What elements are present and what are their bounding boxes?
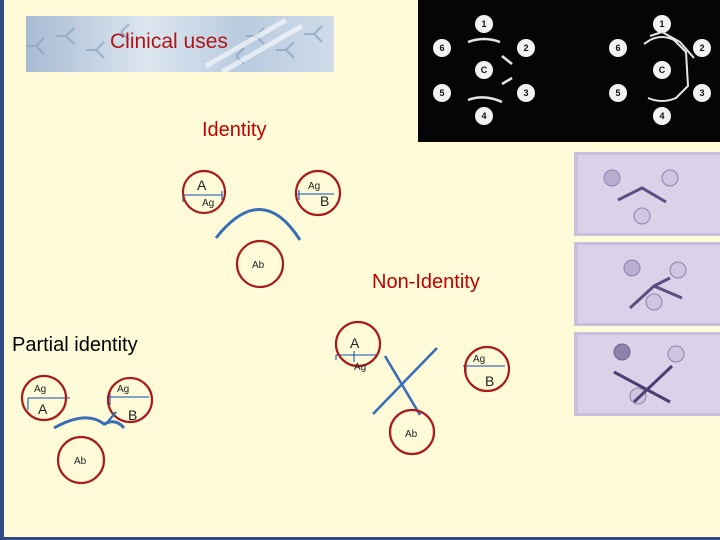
partial-well-b (106, 376, 154, 424)
plate-photo-partial (574, 242, 720, 326)
ouchterlony-photo: 1 2 3 4 5 6 C (418, 0, 720, 142)
partial-identity-title: Partial identity (12, 334, 138, 356)
left-label-5: 5 (439, 88, 444, 98)
right-label-2: 2 (699, 43, 704, 53)
left-label-3: 3 (523, 88, 528, 98)
partial-label-ab: Ab (74, 456, 87, 467)
identity-title: Identity (202, 119, 267, 141)
identity-well-ab (235, 239, 285, 289)
left-well-c (475, 61, 493, 79)
right-label-3: 3 (699, 88, 704, 98)
right-label-c: C (659, 65, 666, 75)
left-label-2: 2 (523, 43, 528, 53)
identity-diagram: A Ag Ag B Ab (181, 169, 342, 289)
partial-well-a (20, 374, 68, 422)
right-well-4 (653, 107, 671, 125)
left-label-1: 1 (481, 19, 486, 29)
antibody-pattern-icon (26, 17, 323, 72)
right-label-5: 5 (615, 88, 620, 98)
left-label-c: C (481, 65, 488, 75)
partial-spur (104, 411, 117, 426)
left-well-2 (517, 39, 535, 57)
left-label-6: 6 (439, 43, 444, 53)
right-well-3 (693, 84, 711, 102)
banner-image (26, 16, 334, 72)
left-well-6 (433, 39, 451, 57)
non-identity-label-b: B (485, 373, 494, 389)
identity-label-ab: Ab (252, 260, 265, 271)
right-label-4: 4 (659, 111, 664, 121)
identity-precipitin-arc (214, 208, 302, 241)
left-well-3 (517, 84, 535, 102)
left-label-4: 4 (481, 111, 486, 121)
diagram-layer: A Ag Ag B Ab A Ag Ag B Ab (20, 169, 511, 485)
right-well-1 (653, 15, 671, 33)
left-well-5 (433, 84, 451, 102)
identity-well-a (181, 169, 227, 215)
non-identity-label-ag-right: Ag (473, 354, 485, 365)
non-identity-crossing-lines (372, 347, 438, 416)
right-well-6 (609, 39, 627, 57)
non-identity-well-ab (388, 408, 436, 456)
partial-label-a: A (38, 401, 48, 417)
non-identity-title: Non-Identity (372, 271, 480, 293)
identity-well-b (294, 169, 342, 217)
partial-label-ag-left: Ag (34, 384, 46, 395)
right-well-5 (609, 84, 627, 102)
identity-label-a: A (197, 177, 207, 193)
non-identity-label-a: A (350, 335, 360, 351)
right-label-6: 6 (615, 43, 620, 53)
non-identity-diagram: A Ag Ag B Ab (334, 320, 511, 456)
non-identity-well-a (334, 320, 382, 368)
left-well-4 (475, 107, 493, 125)
non-identity-ag-a-bracket (335, 351, 378, 362)
identity-label-ag-left: Ag (202, 198, 214, 209)
partial-precipitin-arc (53, 416, 126, 430)
right-well-c (653, 61, 671, 79)
plate-photo-non-identity (574, 332, 720, 416)
identity-ag-b-bracket (295, 190, 334, 200)
partial-label-ag-right: Ag (117, 384, 129, 395)
ouchterlony-photo-svg: 1 2 3 4 5 6 C (433, 15, 711, 125)
partial-ag-b-bracket (107, 393, 149, 405)
partial-well-ab (56, 435, 106, 485)
non-identity-label-ab: Ab (405, 429, 418, 440)
non-identity-well-b (463, 345, 511, 393)
plate-photo-identity (574, 152, 720, 236)
right-label-1: 1 (659, 19, 664, 29)
banner-title: Clinical uses (110, 30, 228, 53)
identity-label-ag-right: Ag (308, 181, 320, 192)
partial-ag-a-bracket (27, 397, 70, 410)
partial-label-b: B (128, 407, 137, 423)
right-well-2 (693, 39, 711, 57)
non-identity-label-ag-left: Ag (354, 362, 366, 373)
partial-identity-diagram: Ag A Ag B Ab (20, 374, 154, 485)
left-well-1 (475, 15, 493, 33)
identity-label-b: B (320, 193, 329, 209)
